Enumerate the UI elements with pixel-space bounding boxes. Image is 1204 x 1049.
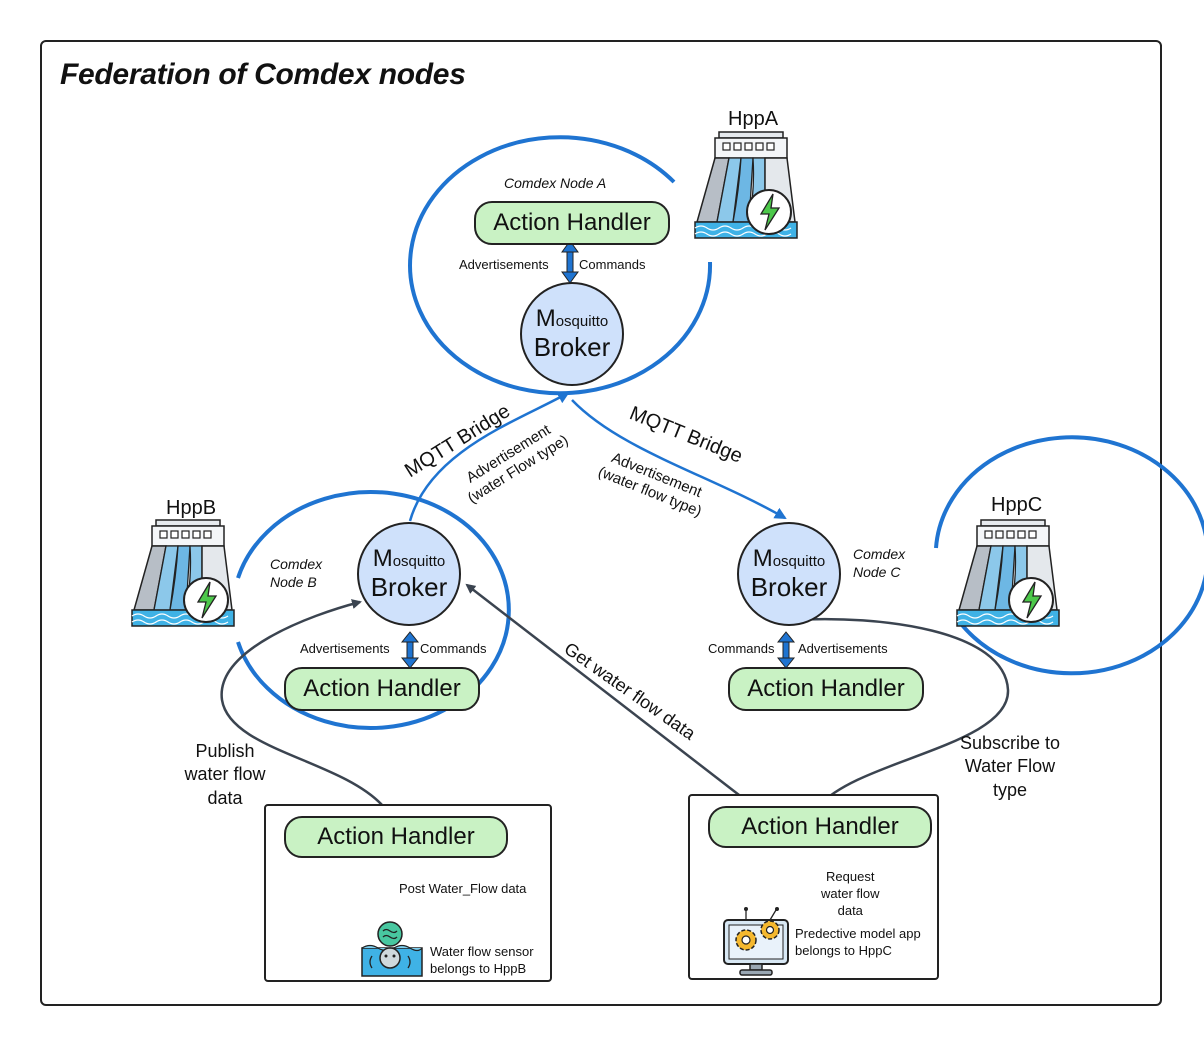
hpp-b-label: HppB — [166, 497, 217, 519]
node-b-action-handler[interactable]: Action Handler — [284, 667, 480, 711]
predictive-model-app-icon — [720, 906, 796, 978]
water-sensor-icon — [360, 918, 426, 978]
node-a-broker[interactable]: Mosquitto Broker — [520, 282, 624, 386]
node-c-connector — [776, 631, 796, 669]
node-a-label: Comdex Node A — [504, 175, 607, 191]
broker-osquitto: osquitto — [392, 553, 446, 571]
hydropower-plant-icon — [955, 518, 1061, 633]
node-a-advertisements-label: Advertisements — [459, 257, 549, 272]
broker-word: Broker — [750, 571, 828, 602]
page-title: Federation of Comdex nodes — [60, 58, 466, 91]
broker-m: M — [752, 545, 773, 573]
hydropower-plant-icon — [130, 518, 236, 633]
model-action-handler[interactable]: Action Handler — [708, 806, 932, 848]
node-c-broker[interactable]: Mosquitto Broker — [737, 522, 841, 626]
broker-m: M — [372, 545, 393, 573]
node-c-action-handler[interactable]: Action Handler — [728, 667, 924, 711]
hpp-c-label: HppC — [991, 494, 1043, 516]
node-a-action-handler[interactable]: Action Handler — [474, 201, 670, 245]
publish-arrow — [220, 599, 383, 806]
node-a-ring — [408, 135, 713, 396]
post-data-label: Post Water_Flow data — [399, 881, 527, 896]
broker-osquitto: osquitto — [772, 553, 826, 571]
node-b-ring — [236, 490, 511, 730]
subscribe-arrow — [791, 614, 1010, 806]
broker-word: Broker — [533, 331, 611, 362]
broker-word: Broker — [370, 571, 448, 602]
hydropower-plant-icon — [693, 130, 799, 245]
node-a-commands-label: Commands — [579, 257, 646, 272]
get-data-arrow — [465, 583, 753, 806]
node-c-commands-label: Commands — [708, 641, 775, 656]
broker-osquitto: osquitto — [555, 313, 609, 331]
node-b-connector — [400, 631, 420, 669]
sensor-action-handler[interactable]: Action Handler — [284, 816, 508, 858]
diagram-frame — [40, 40, 1162, 1006]
bridge-right-line — [571, 399, 787, 520]
hpp-a-label: HppA — [728, 108, 779, 130]
node-b-advertisements-label: Advertisements — [300, 641, 390, 656]
node-c-ring — [934, 435, 1204, 676]
node-b-commands-label: Commands — [420, 641, 487, 656]
node-a-connector — [561, 240, 579, 284]
node-c-advertisements-label: Advertisements — [798, 641, 888, 656]
broker-m: M — [535, 305, 556, 333]
node-b-broker[interactable]: Mosquitto Broker — [357, 522, 461, 626]
bridge-left-line — [408, 391, 570, 522]
